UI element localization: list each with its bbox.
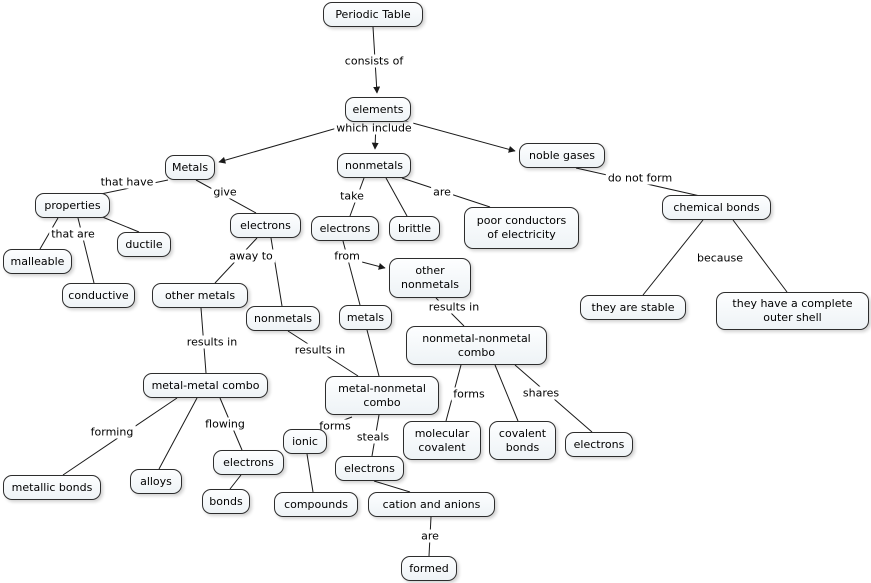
edge-from-other-nonmetals [361,261,386,270]
node-metals[interactable]: Metals [165,155,215,180]
node-nonmetals-lower[interactable]: nonmetals [246,306,320,331]
edge-elements-noble-gases [397,118,516,153]
edge-label-results-in-left: results in [184,335,240,349]
node-alloys[interactable]: alloys [130,469,182,494]
node-electrons-steals[interactable]: electrons [335,456,404,481]
edge-label-take: take [338,189,366,203]
node-formed[interactable]: formed [401,556,457,581]
node-metal-nonmetal-combo[interactable]: metal-nonmetal combo [325,376,439,415]
edge-label-because: because [694,251,746,265]
edge-label-give: give [211,185,239,199]
node-ductile[interactable]: ductile [117,232,171,257]
node-cation-and-anions[interactable]: cation and anions [368,492,495,517]
node-metals-lower[interactable]: metals [339,305,392,330]
node-conductive[interactable]: conductive [62,283,135,308]
edge-metals-lower-mn-combo [366,329,380,377]
edge-nn-combo-covalent-bonds [494,364,519,422]
edge-electrons-steals-cation-anions [373,480,411,493]
node-ionic[interactable]: ionic [283,429,327,454]
edge-label-are-bottom: are [419,529,441,543]
edge-label-results-in-mid: results in [292,343,348,357]
edge-label-are-top: are [431,185,453,199]
node-they-are-stable[interactable]: they are stable [580,295,686,320]
node-noble-gases[interactable]: noble gases [519,143,605,168]
node-compounds[interactable]: compounds [274,492,358,517]
node-other-metals[interactable]: other metals [152,283,248,308]
edge-electrons-flowing-bonds [229,474,242,490]
edge-properties-ductile [99,215,140,233]
node-periodic-table[interactable]: Periodic Table [323,2,423,27]
node-malleable[interactable]: malleable [3,249,72,274]
edge-label-away-to: away to [227,249,275,263]
node-brittle[interactable]: brittle [389,216,440,241]
edge-label-consists-of: consists of [342,54,406,68]
edge-label-shares: shares [520,386,562,400]
edge-label-that-have: that have [98,175,156,189]
edge-label-do-not-form: do not form [605,171,675,185]
node-molecular-covalent[interactable]: molecular covalent [403,421,481,460]
edge-mm-combo-alloys [158,397,198,470]
node-covalent-bonds[interactable]: covalent bonds [489,421,556,460]
node-electrons-shares[interactable]: electrons [565,432,633,457]
edge-label-from: from [332,249,362,263]
edge-label-steals: steals [354,430,392,444]
node-elements[interactable]: elements [345,97,411,122]
node-complete-outer-shell[interactable]: they have a complete outer shell [716,292,869,330]
node-nonmetals-top[interactable]: nonmetals [337,153,411,178]
edge-label-forming: forming [88,425,136,439]
edge-label-that-are: that are [49,227,97,241]
node-bonds[interactable]: bonds [202,489,250,514]
edge-ionic-compounds [306,453,314,493]
node-electrons-flowing[interactable]: electrons [213,450,284,475]
node-other-nonmetals[interactable]: other nonmetals [389,258,471,298]
node-metallic-bonds[interactable]: metallic bonds [3,475,101,500]
edge-label-which-include: which include [334,121,414,135]
node-poor-conductors[interactable]: poor conductors of electricity [464,207,579,249]
node-electrons-give[interactable]: electrons [230,213,301,238]
edge-label-forms-right: forms [451,387,487,401]
node-electrons-take[interactable]: electrons [311,216,379,241]
edge-label-flowing: flowing [203,417,247,431]
edge-nonmetals-brittle [385,177,408,217]
edge-label-results-in-right: results in [426,300,482,314]
edge-electrons-nonmetals-lower [270,237,283,307]
node-chemical-bonds[interactable]: chemical bonds [662,195,771,220]
node-properties[interactable]: properties [35,193,110,218]
node-nonmetal-nonmetal-combo[interactable]: nonmetal-nonmetal combo [406,326,547,365]
node-metal-metal-combo[interactable]: metal-metal combo [143,373,268,398]
